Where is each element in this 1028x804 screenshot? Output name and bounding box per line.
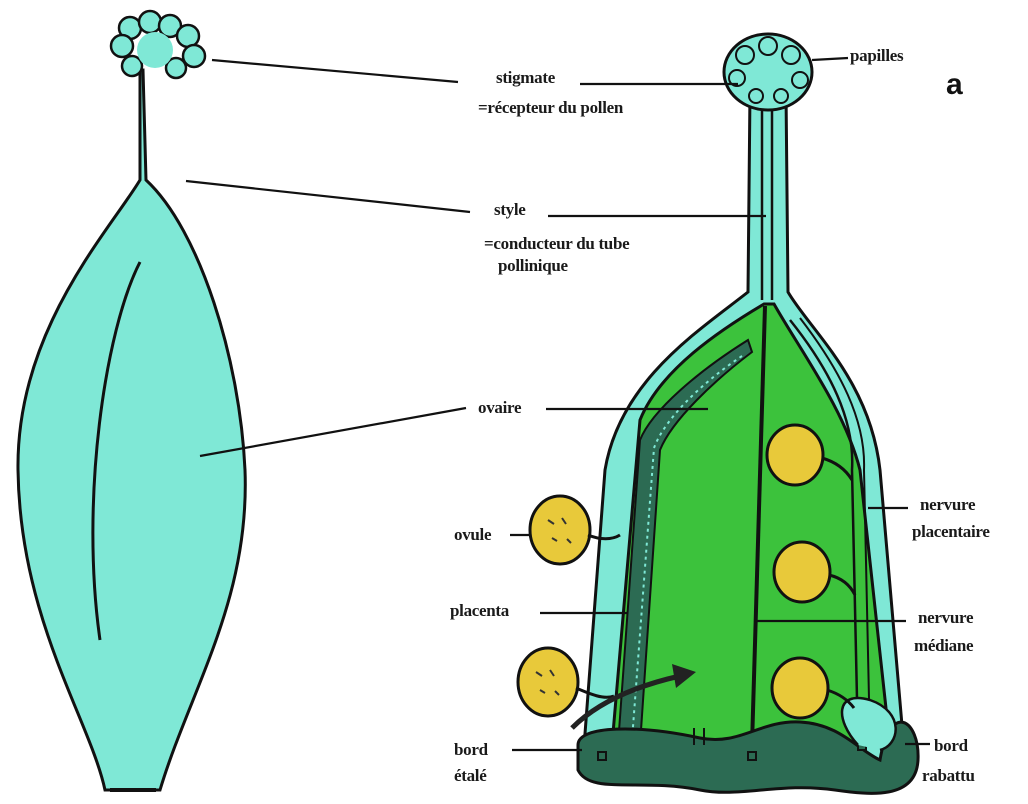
label-ovaire: ovaire <box>478 398 521 417</box>
label-bord-rabattu-2: rabattu <box>922 766 975 785</box>
label-ovule: ovule <box>454 525 491 544</box>
external-pistil <box>18 11 245 790</box>
label-nervure-placentaire-2: placentaire <box>912 522 990 541</box>
label-stigmate: stigmate <box>496 68 555 87</box>
label-bord-rabattu-1: bord <box>934 736 968 755</box>
label-stigmate-desc: =récepteur du pollen <box>478 98 623 117</box>
label-bord-etale-1: bord <box>454 740 488 759</box>
label-style-desc-2: pollinique <box>498 256 568 275</box>
label-bord-etale-2: étalé <box>454 766 486 785</box>
label-style: style <box>494 200 526 219</box>
label-nervure-mediane-1: nervure <box>918 608 973 627</box>
panel-letter: a <box>946 68 963 102</box>
section-stigma <box>724 34 812 110</box>
external-stigma <box>111 11 205 78</box>
label-nervure-placentaire-1: nervure <box>920 495 975 514</box>
section-pistil <box>518 34 918 793</box>
external-pistil-body <box>18 70 245 790</box>
label-papilles: papilles <box>850 46 903 65</box>
label-placenta: placenta <box>450 601 509 620</box>
label-nervure-mediane-2: médiane <box>914 636 973 655</box>
label-style-desc-1: =conducteur du tube <box>484 234 629 253</box>
